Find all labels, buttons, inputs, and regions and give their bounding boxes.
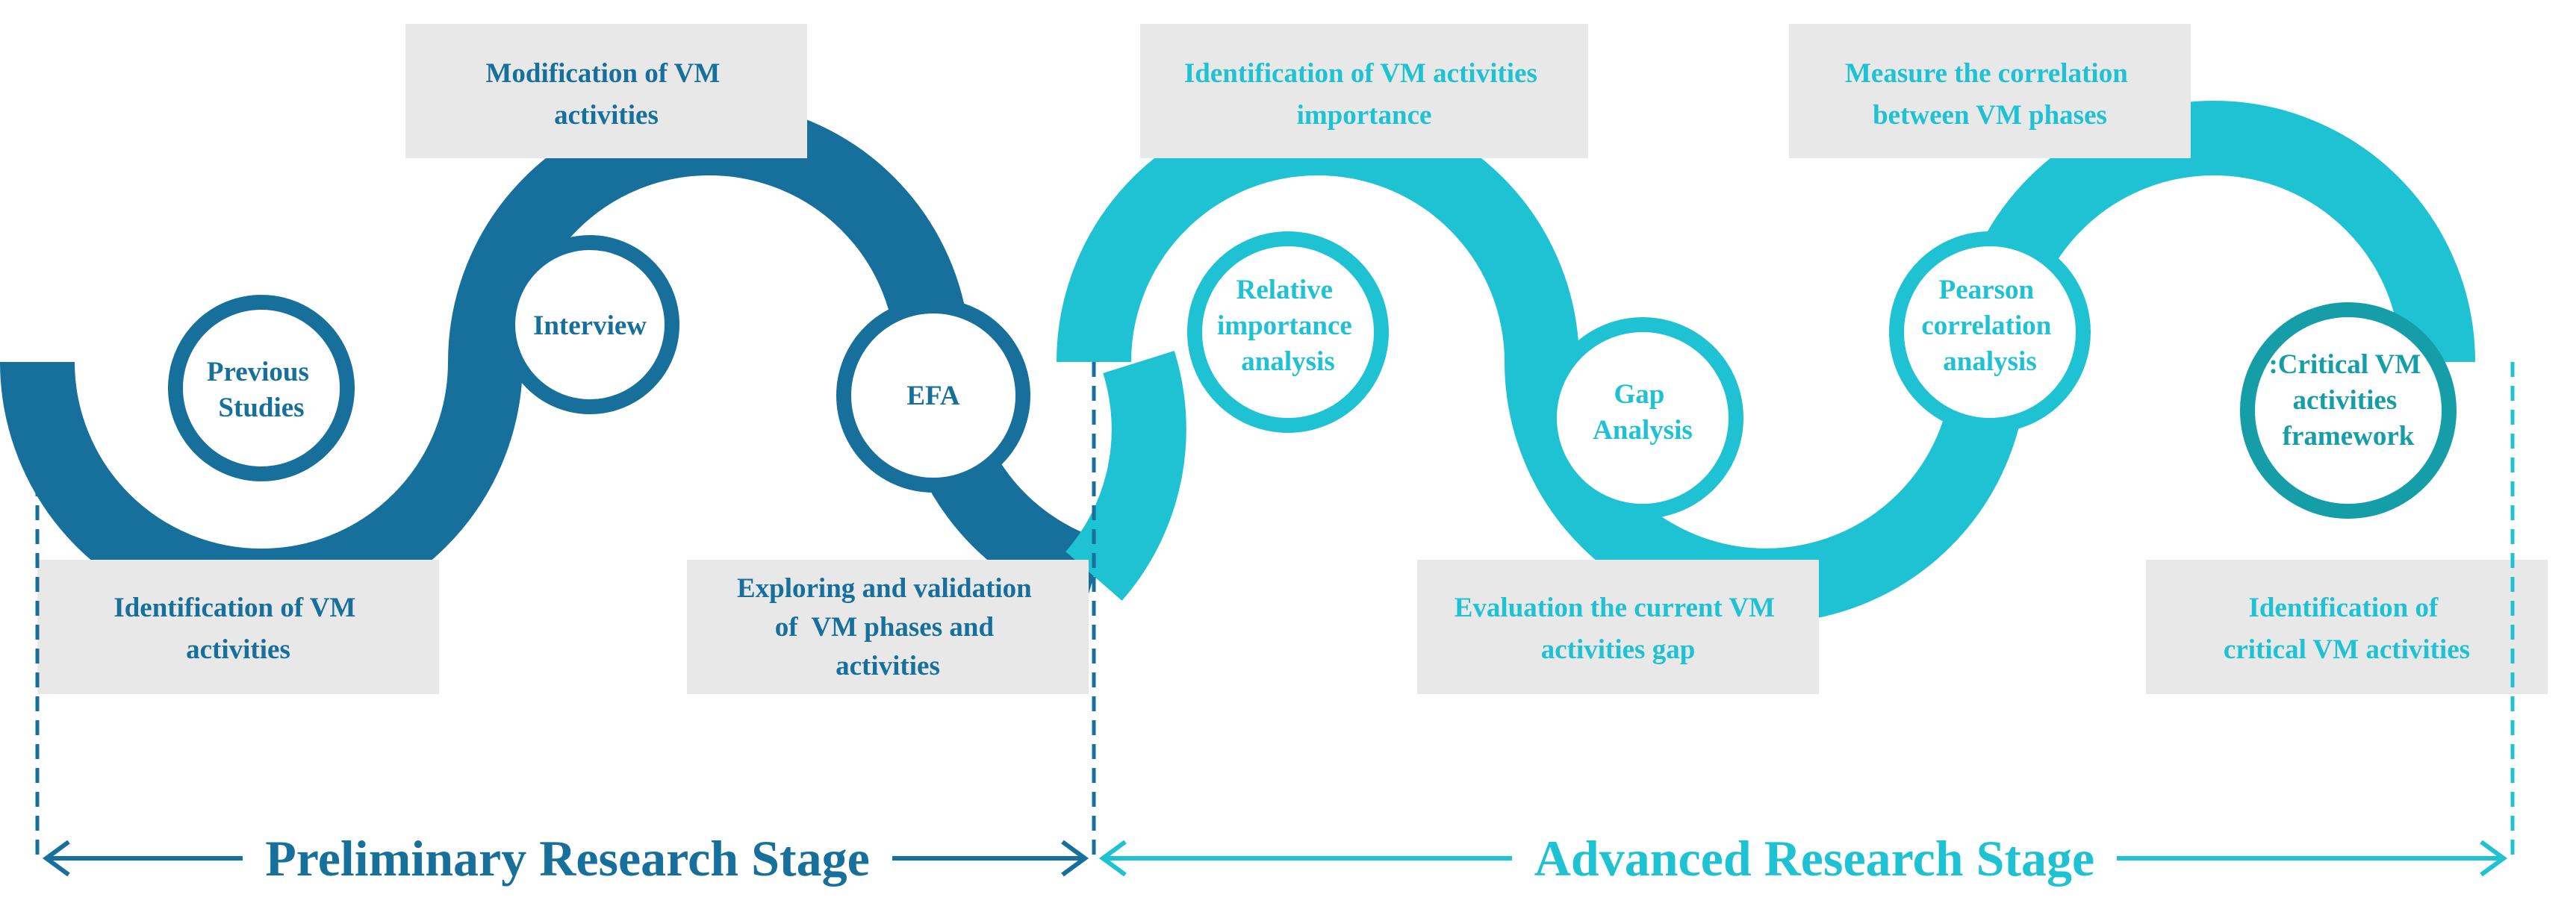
ring-label-critical-framework: :Critical VM activities framework bbox=[2268, 349, 2427, 452]
box-label-identification-importance: Identification of VM activities importan… bbox=[1184, 58, 1544, 131]
ring-label-efa: EFA bbox=[906, 381, 960, 411]
box-label-identification-critical: Identification of critical VM activities bbox=[2224, 593, 2470, 665]
stage-label-advanced: Advanced Research Stage bbox=[1534, 830, 2094, 887]
box-label-exploring-validation: Exploring and validation of VM phases an… bbox=[737, 573, 1039, 681]
box-label-identification-vm-activities: Identification of VM activities bbox=[113, 593, 362, 665]
box-measure-correlation bbox=[1789, 24, 2191, 158]
arrow-preliminary-right-head bbox=[1061, 840, 1089, 877]
ring-label-previous-studies: Previous Studies bbox=[207, 357, 316, 423]
box-label-modification-vm-activities: Modification of VM activities bbox=[485, 58, 727, 131]
box-identification-importance bbox=[1140, 24, 1588, 158]
arrow-advanced-right-head bbox=[2480, 840, 2508, 877]
step-rings bbox=[168, 231, 2457, 519]
box-modification-vm-activities bbox=[405, 24, 807, 158]
wave-segment-advanced-1 bbox=[1065, 351, 1186, 601]
ring-interview bbox=[500, 235, 679, 414]
stage-dividers bbox=[35, 362, 2515, 858]
ring-critical-framework bbox=[2240, 302, 2457, 519]
stage-arrows bbox=[42, 840, 2508, 877]
step-boxes bbox=[37, 24, 2548, 694]
arrow-preliminary-left-head bbox=[42, 840, 70, 877]
ring-label-gap-analysis: Gap Analysis bbox=[1593, 379, 1693, 446]
box-label-measure-correlation: Measure the correlation between VM phase… bbox=[1845, 58, 2135, 131]
box-evaluation-gap bbox=[1417, 560, 1819, 694]
ring-pearson-correlation bbox=[1889, 231, 2091, 433]
ring-previous-studies bbox=[168, 295, 355, 481]
box-identification-vm-activities bbox=[37, 560, 439, 694]
ring-gap-analysis bbox=[1542, 317, 1743, 519]
ring-label-pearson-correlation: Pearson correlation analysis bbox=[1921, 275, 2058, 377]
ring-efa bbox=[836, 299, 1030, 493]
ring-label-relative-importance: Relative importance analysis bbox=[1217, 275, 1359, 377]
ring-relative-importance bbox=[1187, 231, 1389, 433]
arrow-advanced-left-head bbox=[1098, 840, 1127, 877]
box-identification-critical bbox=[2146, 560, 2548, 694]
box-exploring-validation bbox=[687, 560, 1089, 694]
ring-label-interview: Interview bbox=[533, 310, 647, 341]
wave-segment-advanced-5 bbox=[2438, 362, 2513, 365]
stage-label-preliminary: Preliminary Research Stage bbox=[265, 830, 870, 887]
box-label-evaluation-gap: Evaluation the current VM activities gap bbox=[1455, 593, 1782, 665]
